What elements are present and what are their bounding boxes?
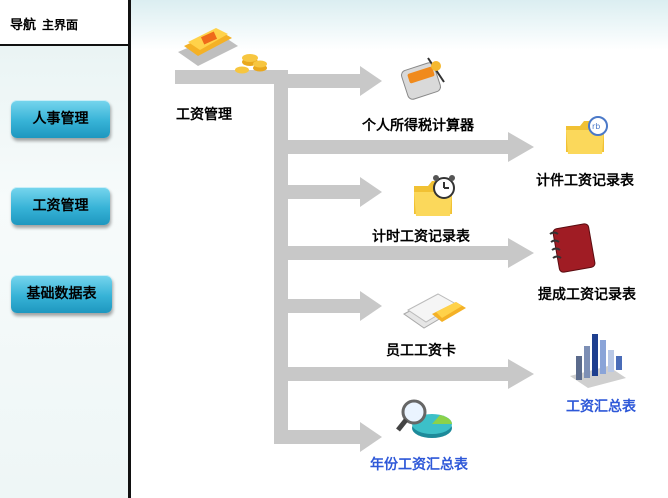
- calculator-icon[interactable]: [398, 52, 450, 104]
- sidebar: 导航主界面 人事管理 工资管理 基础数据表: [0, 0, 128, 498]
- sidebar-divider: [128, 0, 131, 498]
- hourly-record-label[interactable]: 计时工资记录表: [372, 229, 470, 245]
- arrow-calculator: [274, 66, 382, 96]
- arrow-summary: [274, 359, 534, 389]
- salary-summary-label[interactable]: 工资汇总表: [566, 399, 636, 415]
- base-data-table-button[interactable]: 基础数据表: [11, 275, 112, 313]
- arrow-salary-card: [274, 291, 382, 321]
- salary-management-label[interactable]: 工资管理: [176, 107, 232, 123]
- personnel-management-button[interactable]: 人事管理: [11, 100, 110, 138]
- nav-title: 导航主界面: [10, 14, 78, 33]
- nav-label: 导航: [10, 18, 37, 33]
- sidebar-header: 导航主界面: [0, 0, 128, 46]
- arrow-piecework: [274, 132, 534, 162]
- salary-management-button[interactable]: 工资管理: [11, 187, 110, 225]
- main-page-label[interactable]: 主界面: [42, 18, 79, 32]
- card-stack-icon[interactable]: [398, 288, 470, 338]
- bar-chart-icon[interactable]: [568, 326, 628, 388]
- yearly-summary-label[interactable]: 年份工资汇总表: [370, 457, 468, 473]
- salary-management-icon[interactable]: [172, 24, 272, 84]
- alarm-folder-icon[interactable]: [412, 172, 462, 220]
- root-connector: [175, 70, 288, 84]
- folder-icon[interactable]: rb: [564, 112, 612, 158]
- arrow-commission: [274, 238, 534, 268]
- salary-card-label[interactable]: 员工工资卡: [386, 343, 456, 359]
- notebook-icon[interactable]: [546, 220, 602, 276]
- tax-calculator-label[interactable]: 个人所得税计算器: [362, 118, 474, 134]
- commission-record-label[interactable]: 提成工资记录表: [538, 287, 636, 303]
- piecework-record-label[interactable]: 计件工资记录表: [536, 173, 634, 189]
- arrow-yearly: [274, 422, 382, 452]
- magnifier-pie-icon[interactable]: [396, 398, 454, 444]
- arrow-hourly: [274, 177, 382, 207]
- svg-text:rb: rb: [592, 122, 600, 131]
